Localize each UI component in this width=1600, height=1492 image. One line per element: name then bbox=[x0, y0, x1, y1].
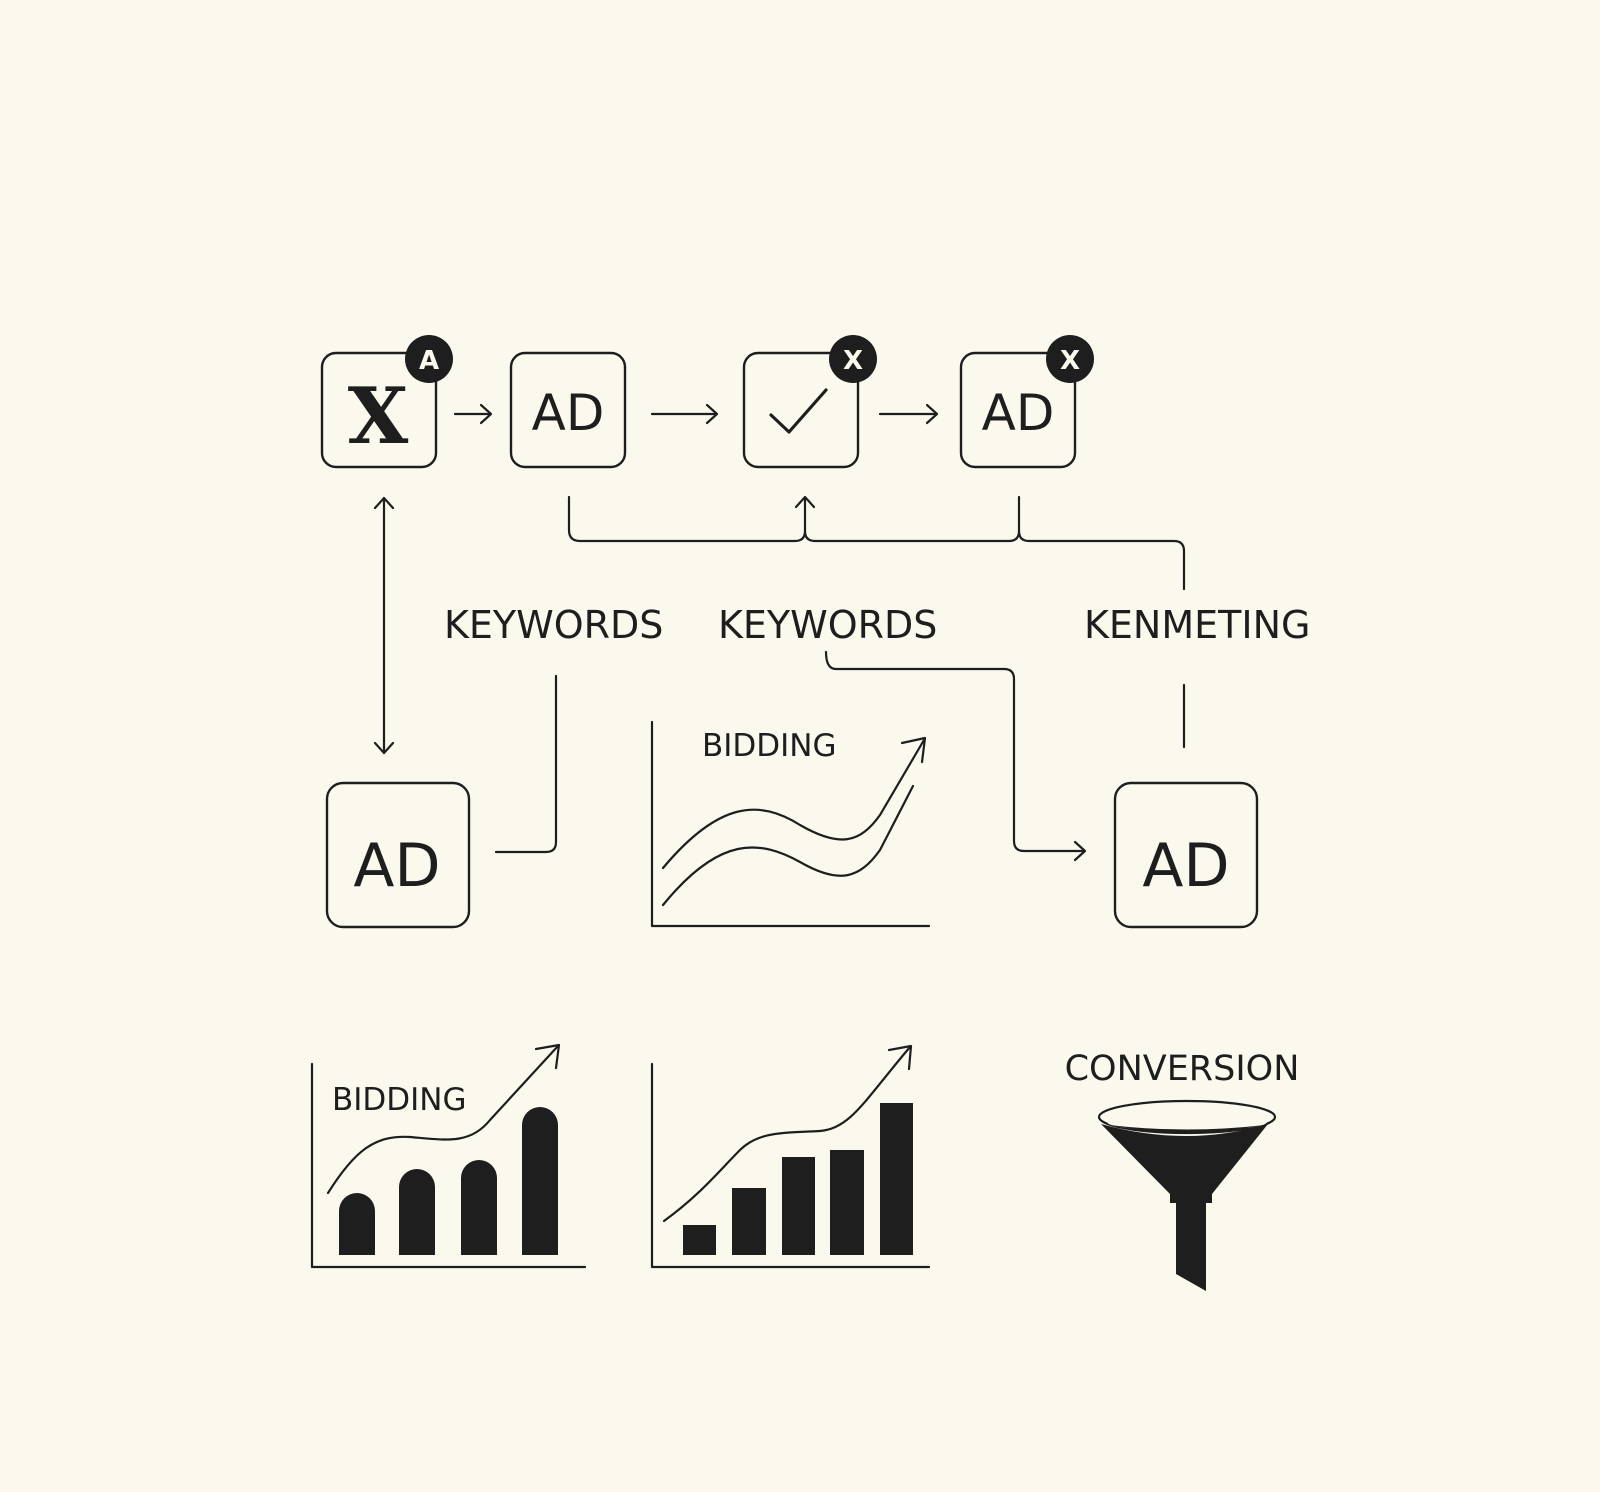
bidding-bar-chart-label: BIDDING bbox=[332, 1082, 467, 1118]
ad-node-right: AD bbox=[1113, 781, 1259, 929]
bidding-line-chart: BIDDING bbox=[650, 720, 931, 928]
conversion-label: CONVERSION bbox=[1065, 1049, 1300, 1089]
kenmeting-label: KENMETING bbox=[1084, 603, 1310, 647]
bar-chart-1-trend-line bbox=[326, 1044, 560, 1195]
ad-node-left-label: AD bbox=[353, 831, 440, 901]
keywords-to-ad-right-connector bbox=[824, 650, 1087, 862]
trend-line-upper bbox=[661, 738, 926, 870]
ad-node-2-label: AD bbox=[982, 384, 1055, 442]
trend-line-lower bbox=[661, 784, 915, 907]
ad-node-right-label: AD bbox=[1142, 831, 1229, 901]
bidding-bar-chart: BIDDING bbox=[310, 1043, 587, 1269]
check-node: X bbox=[742, 335, 877, 469]
bar-chart-axes-2 bbox=[650, 1062, 931, 1269]
bar-6 bbox=[732, 1188, 766, 1255]
translate-glyph: X bbox=[348, 371, 409, 462]
keywords-label-2: KEYWORDS bbox=[718, 603, 937, 647]
ad-node-1-label: AD bbox=[532, 384, 605, 442]
check-badge-icon: X bbox=[829, 335, 877, 383]
arrow-ad-to-check bbox=[650, 403, 719, 425]
growth-bar-chart bbox=[650, 1044, 931, 1269]
trend-arrow-icon-2 bbox=[534, 1043, 561, 1070]
bar-7 bbox=[782, 1157, 815, 1255]
feedback-connector bbox=[567, 495, 1186, 591]
bar-1 bbox=[339, 1193, 375, 1255]
keywords-to-ad-connector bbox=[494, 674, 558, 854]
funnel-icon bbox=[1097, 1099, 1277, 1291]
line-chart-axes bbox=[650, 720, 931, 928]
trend-arrow-icon-3 bbox=[887, 1044, 913, 1071]
ad-node-2-badge-icon: X bbox=[1046, 335, 1094, 383]
translate-badge-label: A bbox=[419, 346, 439, 376]
ad-node-2-badge-label: X bbox=[1060, 346, 1080, 376]
bar-5 bbox=[683, 1225, 716, 1255]
double-arrow-vertical bbox=[373, 496, 395, 755]
conversion-section: CONVERSION bbox=[1065, 1049, 1300, 1291]
bar-8 bbox=[830, 1150, 864, 1255]
bar-chart-2-trend-line bbox=[662, 1045, 912, 1223]
arrow-check-to-ad bbox=[878, 403, 939, 425]
bar-chart-axes-1 bbox=[310, 1062, 587, 1269]
trend-arrow-icon bbox=[900, 736, 927, 764]
translate-node: X A bbox=[320, 335, 453, 469]
ad-node-left: AD bbox=[325, 781, 471, 929]
translate-badge-icon: A bbox=[405, 335, 453, 383]
arrow-translate-to-ad bbox=[453, 403, 493, 425]
bidding-line-chart-label: BIDDING bbox=[702, 728, 837, 764]
keywords-label-1: KEYWORDS bbox=[444, 603, 663, 647]
bar-3 bbox=[461, 1160, 497, 1255]
ad-node-1: AD bbox=[509, 351, 627, 469]
ad-node-2: AD X bbox=[959, 335, 1094, 469]
check-badge-label: X bbox=[843, 346, 863, 376]
bar-4 bbox=[522, 1107, 558, 1255]
bar-2 bbox=[399, 1169, 435, 1255]
checkmark-icon bbox=[769, 388, 828, 434]
bar-9 bbox=[880, 1103, 913, 1255]
